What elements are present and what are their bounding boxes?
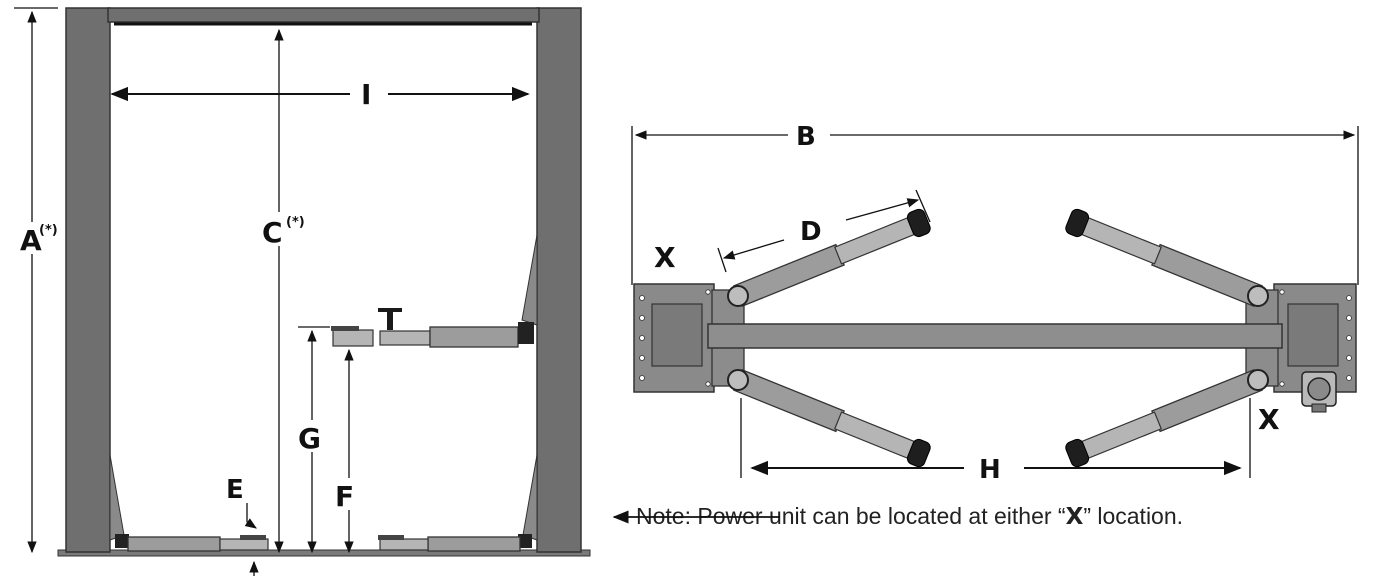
arm-rear-left [733,368,931,468]
lowered-arm-left-outer [219,538,269,551]
label-c: C [262,216,283,249]
right-carriage-upper [521,234,538,326]
arm-rear-right [1065,368,1263,468]
label-x-right: X [1258,403,1280,436]
front-view: A (*) C (*) I G F E [14,7,591,576]
lowered-arm-right-inner [427,536,521,552]
lowered-arm-right-pivot [518,534,532,548]
label-h: H [979,455,1001,485]
top-view: B [612,122,1359,530]
right-carriage-lower [522,454,538,541]
lowered-arm-left-inner [127,536,221,552]
note-text-before: Note: Power unit can be located at eithe… [636,503,1066,529]
raised-arm-pad-base [332,329,374,347]
right-base-inner [1287,303,1339,367]
label-i: I [361,78,371,111]
tall-adapter-icon [378,308,402,330]
left-carriage-lower [109,454,125,541]
dim-d-line-right [845,198,920,221]
raised-arm-outer [379,330,431,346]
overhead-beam [107,7,540,23]
raised-arm-inner [429,326,519,348]
label-c-sup: (*) [286,215,305,230]
floor-line [57,549,591,557]
label-a: A [20,224,42,257]
dim-d-ext-right [915,189,931,223]
label-x-left: X [654,241,676,274]
raised-arm-pivot [518,322,534,344]
raised-pad-top [331,326,359,331]
dim-d-line-left [722,239,785,260]
left-base-inner [651,303,703,367]
lowered-arm-left-pivot [115,534,129,548]
arm-pivot-pins [727,285,1269,391]
arm-front-right [1065,208,1263,308]
label-g: G [298,422,321,455]
right-post [536,7,582,553]
power-unit-note: Note: Power unit can be located at eithe… [636,503,1183,530]
note-text-after: ” location. [1083,503,1183,529]
label-b: B [796,122,816,152]
label-d: D [800,217,822,247]
left-post [65,7,111,553]
power-unit-icon [1301,371,1337,413]
lowered-pad-left [240,535,266,540]
dim-e-leader [244,503,257,529]
lowered-arm-right-outer [379,538,429,551]
label-f: F [335,480,354,513]
lowered-pad-right [378,535,404,540]
label-a-sup: (*) [39,223,58,238]
note-text-emph: X [1066,504,1084,530]
dim-d-ext-left [717,247,727,273]
base-bolt-holes [639,289,1352,387]
overhead-crossbeam [707,323,1283,349]
arm-front-left [733,208,931,308]
label-e: E [226,475,244,505]
